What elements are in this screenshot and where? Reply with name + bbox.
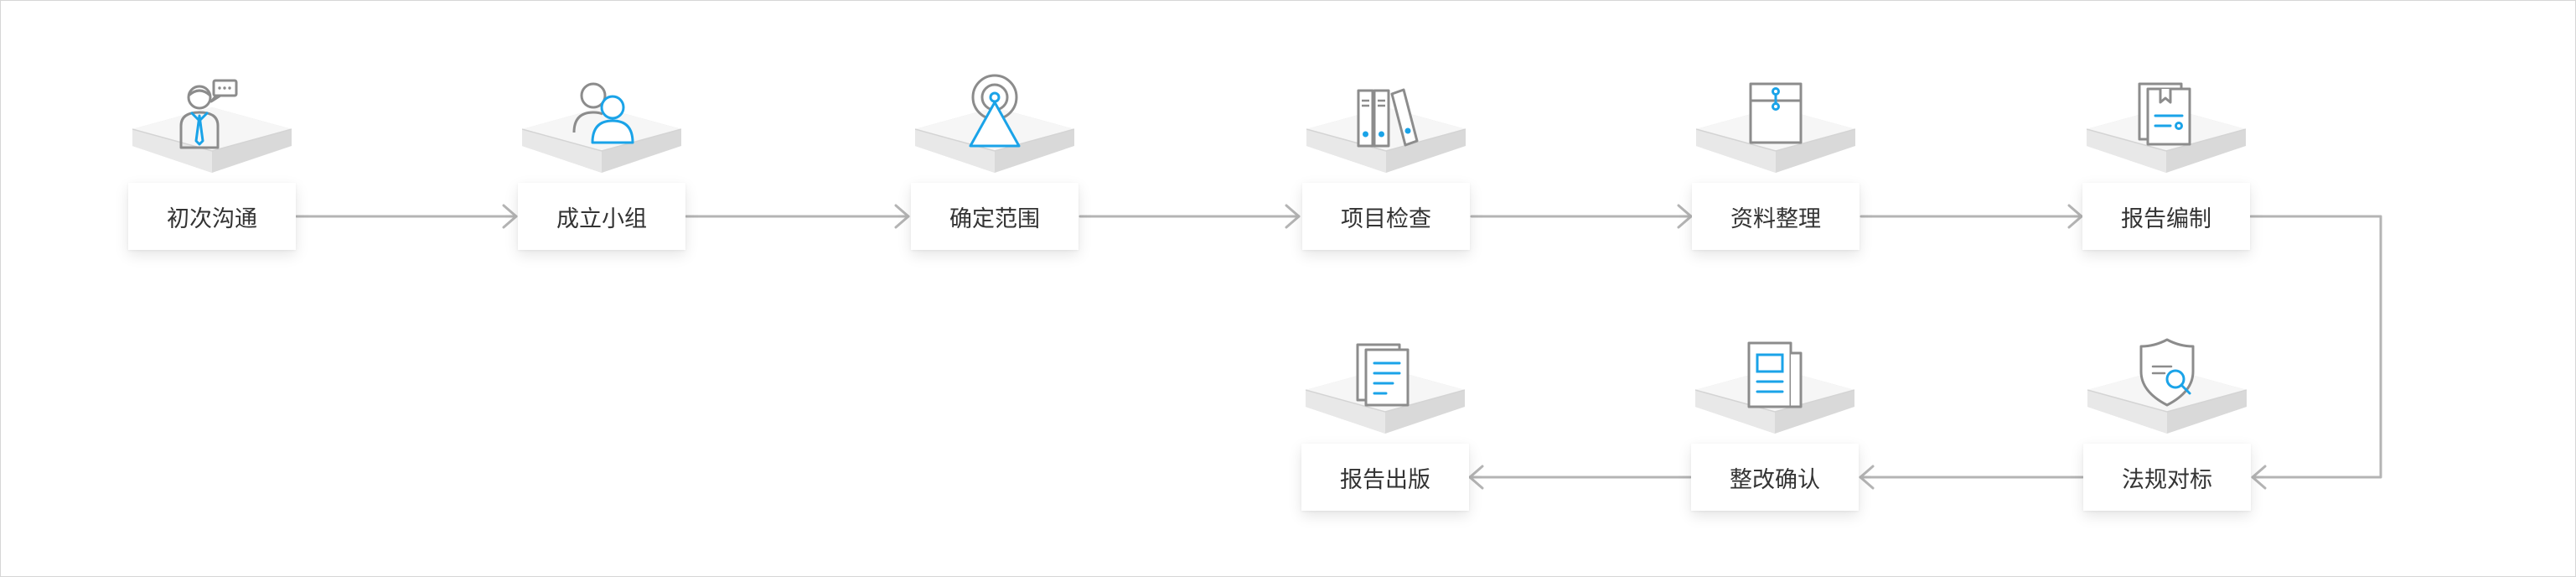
connector-1-2 [295, 204, 518, 229]
step-label: 资料整理 [1692, 183, 1860, 250]
connector-2-3 [685, 204, 910, 229]
report-publish-icon [1356, 343, 1410, 407]
step-label: 整改确认 [1691, 444, 1859, 511]
step-label: 项目检查 [1302, 183, 1470, 250]
connector-3-4 [1079, 204, 1301, 229]
connector-5-6 [1860, 204, 2083, 229]
connector-8-9 [1468, 465, 1692, 490]
step-label: 初次沟通 [128, 183, 296, 250]
pedestal [132, 107, 292, 173]
team-icon [572, 82, 634, 144]
report-writing-icon [2138, 82, 2191, 146]
target-scope-icon [969, 74, 1021, 148]
shield-search-icon [2139, 338, 2195, 407]
binders-icon [1357, 88, 1419, 148]
step-label: 报告出版 [1301, 444, 1469, 511]
consultant-icon [179, 79, 238, 149]
document-check-icon [1747, 341, 1803, 408]
step-label: 法规对标 [2083, 444, 2251, 511]
archive-envelope-icon [1749, 82, 1803, 144]
connector-7-8 [1859, 465, 2084, 490]
connector-6-7 [2249, 215, 2382, 490]
step-label: 确定范围 [911, 183, 1079, 250]
step-label: 成立小组 [518, 183, 685, 250]
connector-4-5 [1470, 204, 1693, 229]
step-label: 报告编制 [2082, 183, 2250, 250]
